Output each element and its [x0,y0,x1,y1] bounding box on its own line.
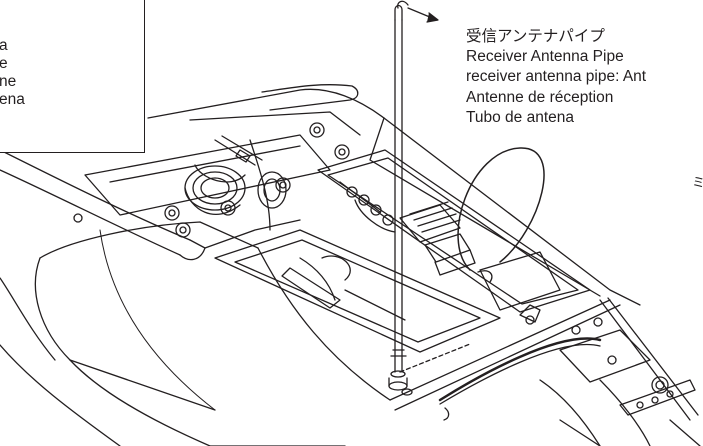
label-spanish: Tubo de antena [466,108,575,126]
dashed-routing-line [399,343,471,373]
label-english: Receiver Antenna Pipe [466,48,624,66]
receiver-compartment [317,149,591,313]
callout-line-2: e [0,55,8,72]
callout-line-1: a [0,37,8,54]
antenna-pipe [388,0,413,396]
direction-arrow [407,7,439,23]
hull [0,221,346,446]
rudder-linkage [438,297,701,446]
right-edge-glyph: ミ [692,175,703,190]
label-japanese: 受信アンテナパイプ [466,28,605,45]
callout-box: a e ne ena [0,0,145,153]
deck-rails [0,84,641,306]
deck-screws [73,122,350,238]
receiver-unit [399,201,561,311]
servo-cylinders [184,135,287,215]
callout-line-4: ena [0,91,25,108]
deck-front-edge [204,219,621,411]
label-french: Antenne de réception [466,88,614,106]
callout-line-3: ne [0,73,17,90]
label-german: receiver antenna pipe: Ant [466,68,647,86]
antenna-wire [457,147,545,283]
antenna-pipe-label: 受信アンテナパイプ Receiver Antenna Pipe receiver… [466,27,703,128]
